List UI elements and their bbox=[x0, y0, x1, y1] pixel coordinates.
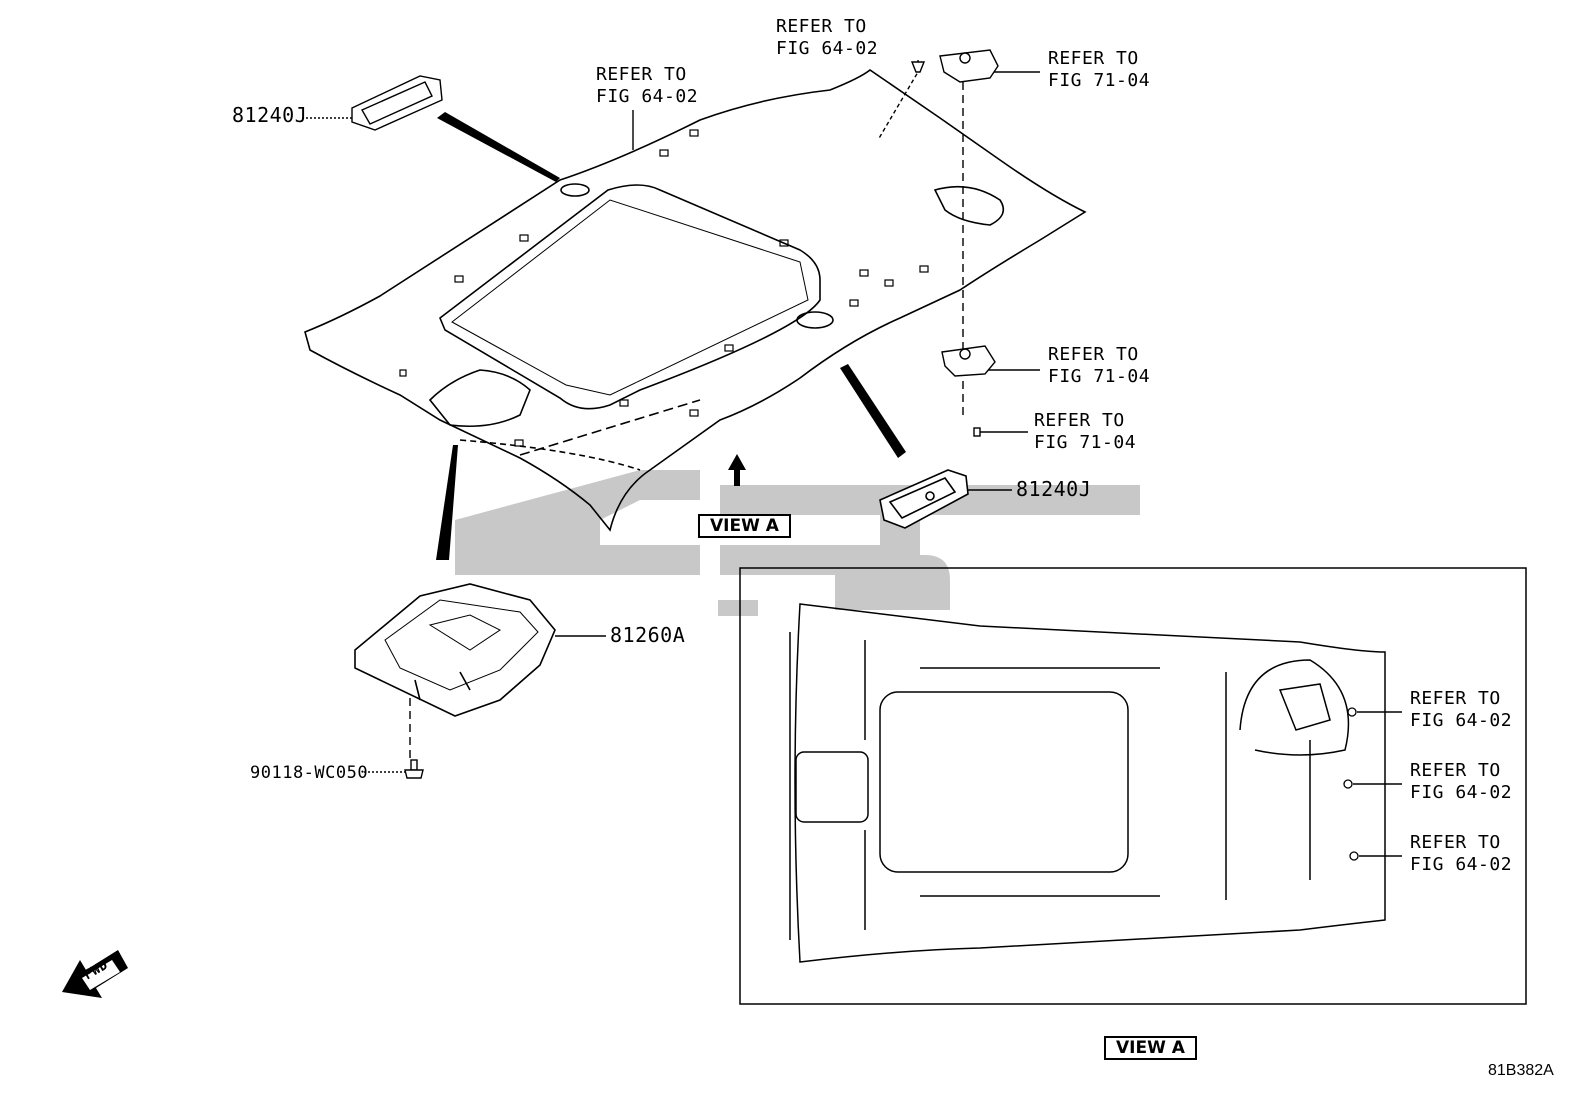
roof-console bbox=[354, 583, 556, 717]
view-a-inset bbox=[739, 567, 1527, 1005]
lamp-bracket-mid bbox=[941, 345, 996, 377]
ref-top-right: REFER TO FIG 71-04 bbox=[1048, 48, 1151, 91]
ref-top-center: REFER TO FIG 64-02 bbox=[776, 16, 879, 59]
lamp-bracket-top bbox=[939, 49, 999, 83]
ref-inset-1: REFER TO FIG 64-02 bbox=[1410, 688, 1513, 731]
inset-view-a-tag: VIEW A bbox=[1104, 1036, 1197, 1060]
diagram-code: 81B382A bbox=[1488, 1062, 1554, 1079]
ref-top-mid: REFER TO FIG 64-02 bbox=[596, 64, 699, 107]
ref-inset-3: REFER TO FIG 64-02 bbox=[1410, 832, 1513, 875]
part-label-81260a: 81260A bbox=[610, 623, 686, 647]
inset-leaders bbox=[1353, 711, 1402, 857]
bolt-lower bbox=[973, 427, 981, 437]
clip-top bbox=[910, 61, 926, 73]
sunvisor-holder-right bbox=[879, 469, 969, 529]
part-label-81240j-left: 81240J bbox=[232, 103, 308, 127]
part-label-screw: 90118-WC050 bbox=[250, 763, 369, 783]
view-a-tag: VIEW A bbox=[698, 514, 791, 538]
pointer-wedges bbox=[436, 112, 906, 560]
sunvisor-holder-left bbox=[351, 75, 443, 131]
fwd-arrow-icon bbox=[62, 950, 128, 998]
ref-lower-right: REFER TO FIG 71-04 bbox=[1034, 410, 1137, 453]
headliner-clips bbox=[399, 129, 929, 447]
headliner-main bbox=[304, 69, 1087, 532]
screw bbox=[404, 759, 424, 779]
inset-clips bbox=[1343, 707, 1359, 861]
ref-mid-right: REFER TO FIG 71-04 bbox=[1048, 344, 1151, 387]
part-label-81240j-right: 81240J bbox=[1016, 477, 1092, 501]
ref-inset-2: REFER TO FIG 64-02 bbox=[1410, 760, 1513, 803]
